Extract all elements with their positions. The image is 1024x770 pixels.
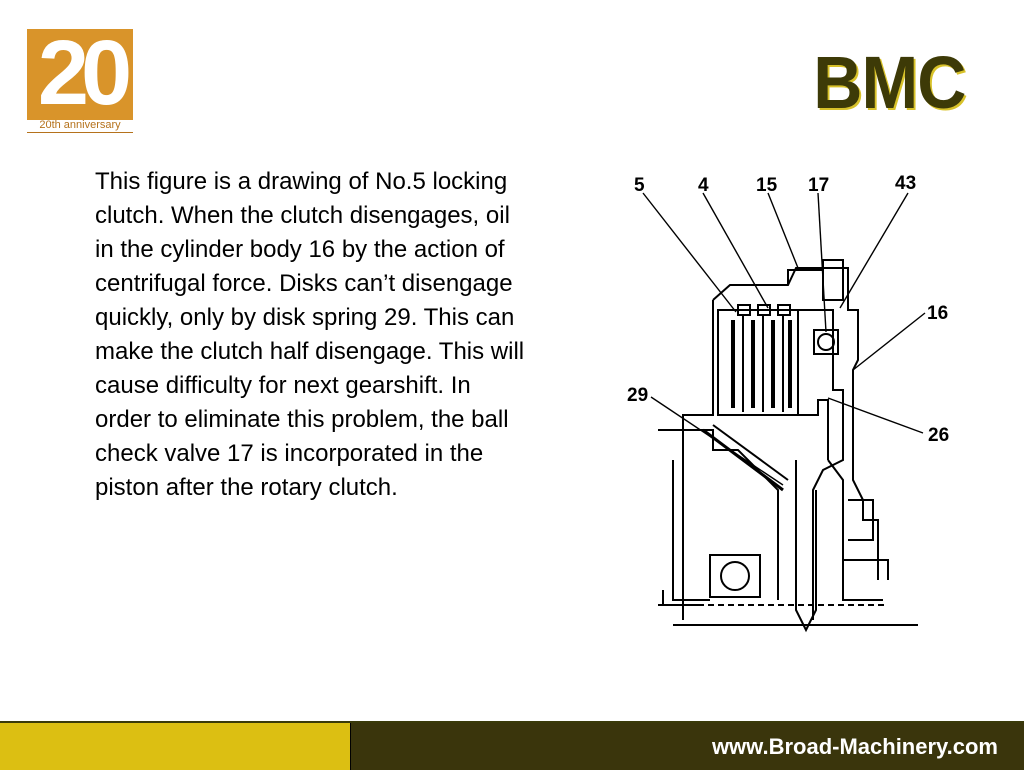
description-text: This figure is a drawing of No.5 locking… [95,165,525,505]
footer-bar: www.Broad-Machinery.com [0,721,1024,770]
brand-logo: BMC [813,41,967,124]
logo-number: 20 [37,22,132,124]
anniversary-logo: 20 20th anniversary [27,22,133,134]
website-link[interactable]: www.Broad-Machinery.com [711,734,998,759]
label-16: 16 [927,303,948,324]
footer-accent [0,723,351,770]
logo-caption: 20th anniversary [27,119,133,133]
clutch-drawing: 5 4 15 17 43 16 29 26 [618,160,958,635]
label-43: 43 [895,173,916,194]
label-17: 17 [808,175,829,196]
label-5: 5 [634,175,645,196]
clutch-drawing-svg: 5 4 15 17 43 16 29 26 [627,173,949,633]
footer-dark-panel [351,723,1024,770]
label-4: 4 [698,175,709,196]
label-29: 29 [627,385,648,406]
logo-badge [27,29,133,120]
label-26: 26 [928,425,949,446]
label-15: 15 [756,175,778,196]
description-paragraph: This figure is a drawing of No.5 locking… [95,168,525,501]
